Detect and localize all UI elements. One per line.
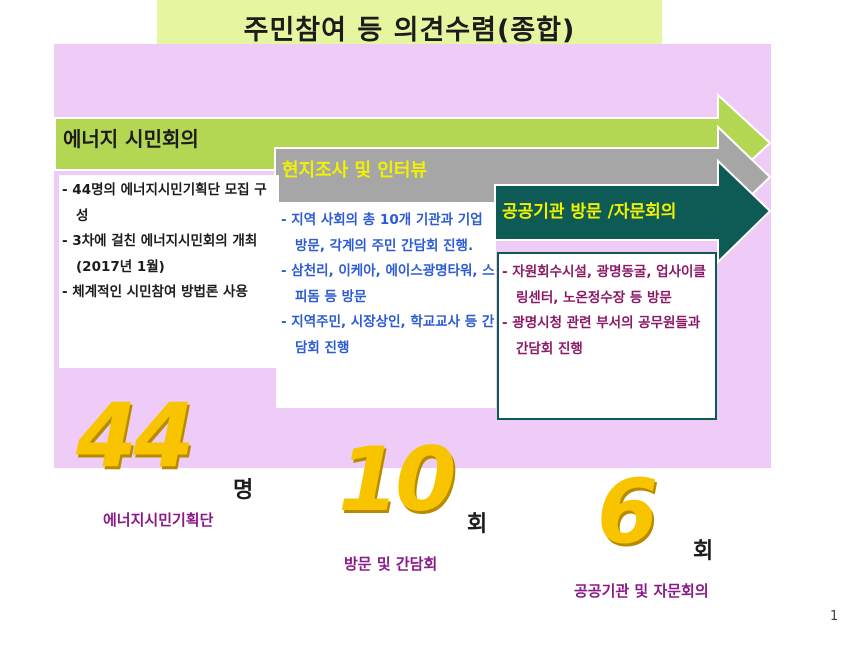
list-item: - 자원회수시설, 광명동굴, 업사이클링센터, 노온정수장 등 방문 bbox=[502, 264, 706, 306]
stat-unit-participants: 명 bbox=[233, 478, 254, 503]
list-item: - 체계적인 시민참여 방법론 사용 bbox=[62, 284, 248, 300]
stat-unit-consultations: 회 bbox=[693, 539, 714, 564]
page-number: 1 bbox=[830, 609, 839, 624]
stat-number-participants: 44 bbox=[76, 384, 194, 487]
stat-number-consultations: 6 bbox=[597, 460, 658, 563]
field-survey-details: - 지역 사회의 총 10개 기관과 기업 방문, 각계의 주민 간담회 진행.… bbox=[276, 202, 496, 408]
stat-caption-visits: 방문 및 간담회 bbox=[344, 555, 438, 573]
stat-number-visits: 10 bbox=[338, 428, 456, 531]
list-item: - 44명의 에너지시민기획단 모집 구성 bbox=[62, 182, 267, 224]
list-item: - 삼천리, 이케아, 에이스광명타워, 스피돔 등 방문 bbox=[281, 263, 495, 305]
arrow-label-field-survey: 현지조사 및 인터뷰 bbox=[282, 160, 428, 181]
list-item: - 지역주민, 시장상인, 학교교사 등 간담회 진행 bbox=[281, 314, 495, 356]
agency-visit-details: - 자원회수시설, 광명동굴, 업사이클링센터, 노온정수장 등 방문 - 광명… bbox=[497, 252, 717, 420]
stat-unit-visits: 회 bbox=[467, 512, 488, 537]
stat-caption-consultations: 공공기관 및 자문회의 bbox=[574, 582, 709, 600]
list-item: - 광명시청 관련 부서의 공무원들과 간담회 진행 bbox=[502, 315, 701, 357]
arrow-public-agency-visit bbox=[494, 158, 772, 265]
energy-meeting-details: - 44명의 에너지시민기획단 모집 구성 - 3차에 걸친 에너지시민회의 개… bbox=[59, 175, 279, 368]
list-item: - 3차에 걸친 에너지시민회의 개최(2017년 1월) bbox=[62, 233, 258, 275]
arrow-label-energy-citizen-meeting: 에너지 시민회의 bbox=[63, 127, 199, 151]
page-title: 주민참여 등 의견수렴(종합) bbox=[243, 15, 576, 46]
arrow-label-public-agency-visit: 공공기관 방문 /자문회의 bbox=[502, 202, 677, 222]
stat-caption-participants: 에너지시민기획단 bbox=[103, 511, 214, 529]
list-item: - 지역 사회의 총 10개 기관과 기업 방문, 각계의 주민 간담회 진행. bbox=[281, 212, 483, 254]
